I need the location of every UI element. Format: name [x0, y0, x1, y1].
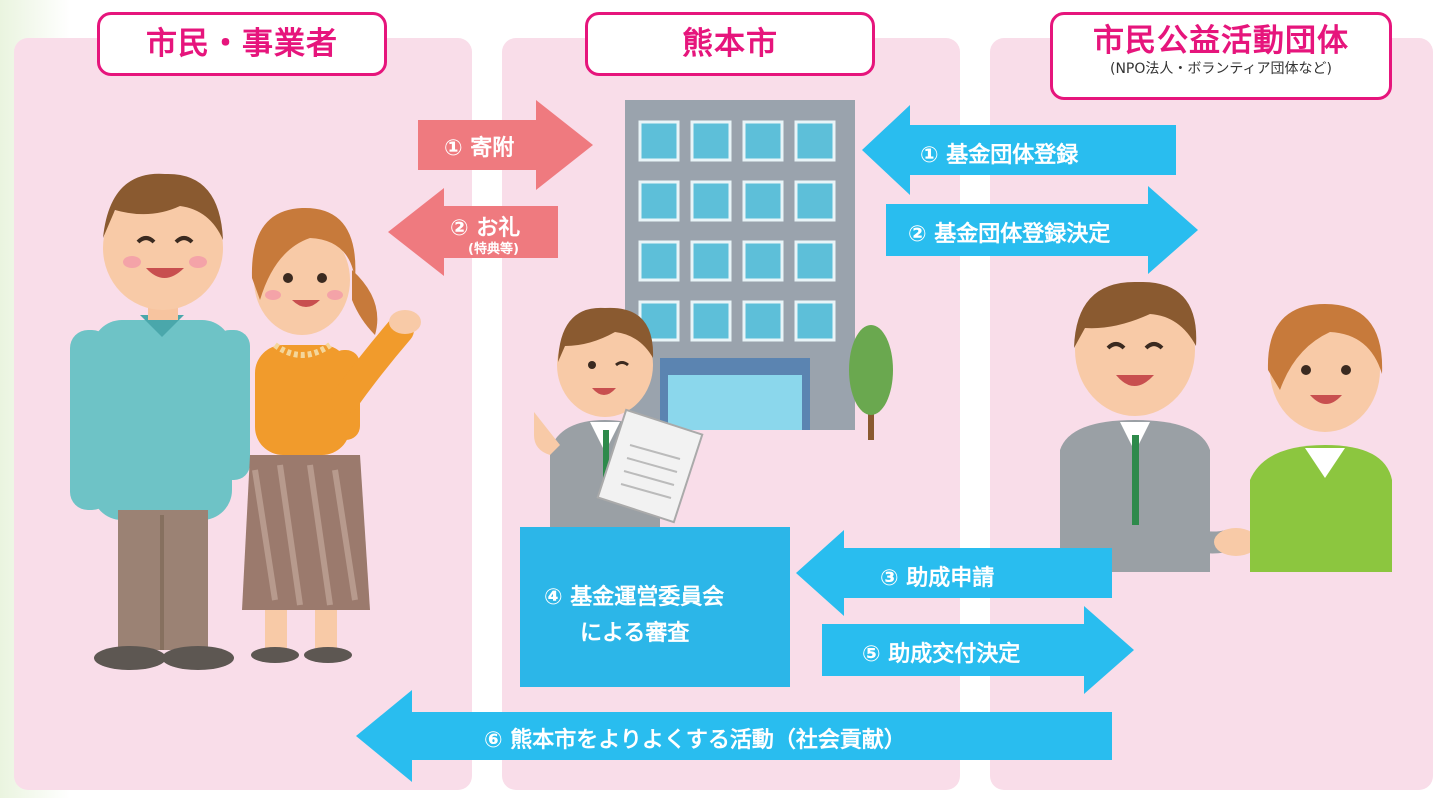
grant-application-arrow: ③ 助成申請	[796, 530, 1112, 616]
building-window	[638, 300, 680, 342]
building-window	[742, 120, 784, 162]
building-window	[794, 300, 836, 342]
building-window	[638, 180, 680, 222]
donation-arrow: ① 寄附	[418, 100, 593, 190]
man-figure	[70, 173, 250, 670]
grant-decision-arrow: ⑤ 助成交付決定	[822, 606, 1134, 694]
building-window	[794, 180, 836, 222]
building-window	[690, 240, 732, 282]
building-window	[638, 120, 680, 162]
organization-man	[1060, 281, 1234, 572]
grant-decision-label: ⑤ 助成交付決定	[862, 642, 1021, 667]
donation-label: ① 寄附	[444, 136, 515, 161]
handshake-hands	[1214, 528, 1258, 556]
review-line1: ④ 基金運営委員会	[544, 585, 725, 610]
building-window	[794, 240, 836, 282]
building-window	[742, 180, 784, 222]
building-window	[742, 300, 784, 342]
building-window	[742, 240, 784, 282]
fund-registration-decision-arrow: ② 基金団体登録決定	[886, 186, 1198, 274]
city-heading: 熊本市	[585, 12, 875, 76]
woman-figure	[242, 207, 421, 663]
tree	[849, 325, 893, 440]
fund-registration-decision-label: ② 基金団体登録決定	[908, 222, 1111, 247]
review-box: ④ 基金運営委員会 による審査	[520, 527, 790, 687]
grant-application-label: ③ 助成申請	[880, 566, 995, 591]
handshake-illustration	[1060, 281, 1392, 572]
thanks-arrow: ② お礼 (特典等)	[388, 188, 558, 276]
building-window	[690, 180, 732, 222]
thanks-label: ② お礼	[450, 216, 521, 241]
city-hall-illustration	[534, 100, 893, 530]
city-title: 熊本市	[682, 26, 778, 62]
citizens-heading: 市民・事業者	[97, 12, 387, 76]
city-hall-building	[625, 100, 855, 430]
social-contribution-label: ⑥ 熊本市をよりよくする活動（社会貢献）	[484, 728, 906, 753]
fund-registration-arrow: ① 基金団体登録	[862, 105, 1176, 195]
organizations-subtitle: (NPO法人・ボランティア団体など)	[1109, 61, 1333, 77]
building-window	[638, 240, 680, 282]
building-window	[690, 300, 732, 342]
fund-registration-label: ① 基金団体登録	[920, 143, 1079, 168]
citizens-illustration	[70, 173, 421, 670]
review-line2: による審査	[580, 621, 690, 646]
organizations-heading: 市民公益活動団体 (NPO法人・ボランティア団体など)	[1050, 12, 1392, 100]
social-contribution-arrow: ⑥ 熊本市をよりよくする活動（社会貢献）	[356, 690, 1112, 782]
building-window	[794, 120, 836, 162]
thanks-sub-label: (特典等)	[468, 242, 519, 257]
organizations-title: 市民公益活動団体	[1093, 23, 1349, 59]
organization-woman	[1250, 304, 1392, 572]
citizens-title: 市民・事業者	[146, 26, 338, 62]
building-window	[690, 120, 732, 162]
staff-figure	[534, 307, 704, 530]
